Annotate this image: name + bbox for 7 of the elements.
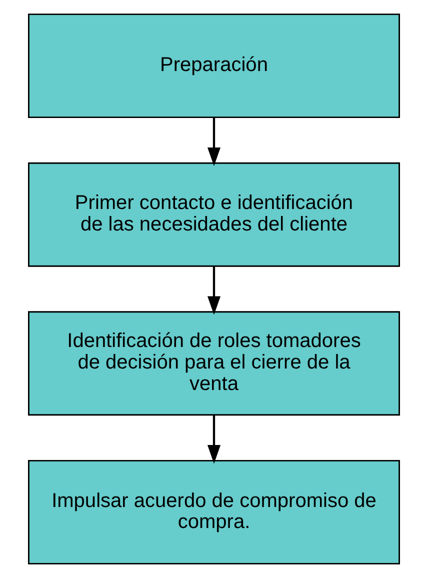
node-box: Impulsar acuerdo de compromiso de compra. — [28, 460, 400, 564]
node-box: Identificación de roles tomadores de decisión para el cierre de la venta — [28, 311, 400, 416]
arrow — [206, 266, 220, 315]
arrow — [206, 117, 220, 166]
arrow — [206, 415, 220, 464]
node-box: Preparación — [28, 14, 400, 118]
node-box: Primer contacto e identificación de las necesidades del cliente — [28, 162, 400, 267]
